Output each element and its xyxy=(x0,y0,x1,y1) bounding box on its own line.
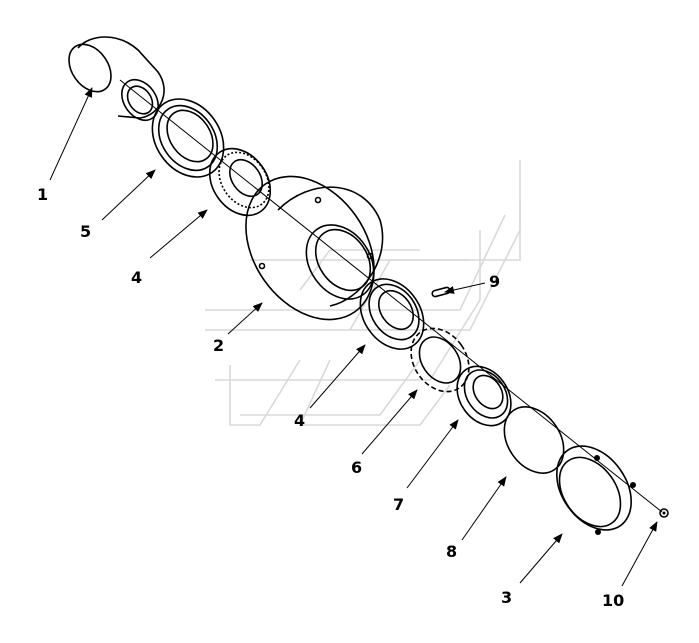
callout-4-upper: 4 xyxy=(131,268,142,287)
part-5-seal-ring xyxy=(151,98,225,178)
callout-9: 9 xyxy=(489,272,500,291)
part-4-bearing-upper xyxy=(208,147,272,217)
callout-1: 1 xyxy=(37,185,48,204)
part-2-flange-housing xyxy=(245,175,384,321)
callout-3: 3 xyxy=(501,588,512,607)
watermark-logo xyxy=(205,160,521,426)
part-1-sleeve xyxy=(68,36,165,122)
part-7-lock-nut xyxy=(456,365,512,427)
part-3-end-cap xyxy=(556,445,636,535)
callout-5: 5 xyxy=(80,222,91,241)
callout-7: 7 xyxy=(393,495,404,514)
callout-10: 10 xyxy=(602,591,624,610)
part-6-lock-washer xyxy=(410,327,470,393)
part-8-gasket xyxy=(503,406,565,474)
assembly-axis-line xyxy=(119,79,663,513)
part-10-screw xyxy=(659,508,669,518)
callout-6: 6 xyxy=(351,458,362,477)
part-4-bearing-lower xyxy=(359,278,425,350)
part-9-pin xyxy=(431,286,451,298)
callout-labels: 1 5 4 2 4 6 7 8 3 10 9 xyxy=(37,185,624,610)
callout-2: 2 xyxy=(213,336,224,355)
callout-8: 8 xyxy=(446,542,457,561)
leader-lines xyxy=(49,87,658,587)
callout-4-lower: 4 xyxy=(294,411,305,430)
